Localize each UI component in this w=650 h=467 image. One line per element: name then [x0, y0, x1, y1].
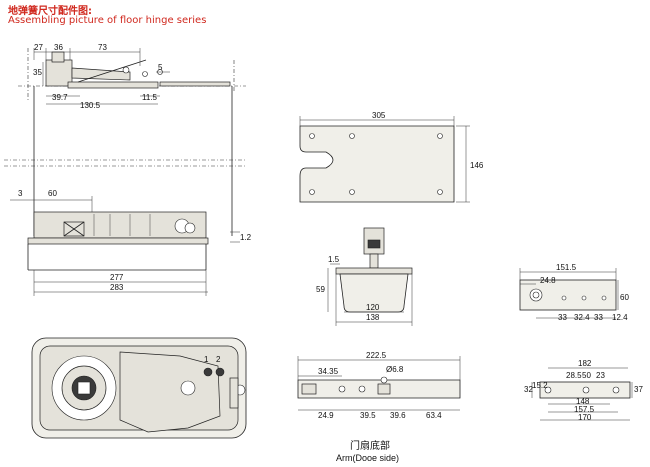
dim-148: 148: [576, 397, 590, 406]
dim-33b: 33: [594, 313, 603, 322]
dim-50: 50: [582, 371, 591, 380]
dim-146: 146: [470, 161, 484, 170]
dim-phi-6-8: Ø6.8: [386, 365, 404, 374]
dim-1-5: 1.5: [328, 255, 340, 264]
dim-277: 277: [110, 273, 124, 282]
dim-63-4: 63.4: [426, 411, 442, 420]
side-view: 27 36 73 35 5 39.7 11.5 130.5: [18, 43, 246, 110]
dim-32-end: 32: [524, 385, 533, 394]
dim-39-5: 39.5: [360, 411, 376, 420]
dim-12-4: 12.4: [612, 313, 628, 322]
pivot-view: 1.5 59 120 138: [316, 227, 413, 326]
plan-view: 3 60 1.2 277 283: [4, 86, 252, 296]
dim-138: 138: [366, 313, 380, 322]
dim-15-2: 15.2: [532, 381, 548, 390]
caption-chinese: 门扇底部: [350, 439, 390, 452]
dim-151-5: 151.5: [556, 263, 577, 272]
dim-73: 73: [98, 43, 107, 52]
dim-157-5: 157.5: [574, 405, 595, 414]
cover-plate-view: 305 146: [299, 111, 484, 203]
dim-130-5: 130.5: [80, 101, 101, 110]
dim-305: 305: [372, 111, 386, 120]
body-view: 1 2: [31, 337, 247, 439]
dim-120: 120: [366, 303, 380, 312]
label-2: 2: [216, 355, 221, 364]
dim-182: 182: [578, 359, 592, 368]
dim-24-8: 24.8: [540, 276, 556, 285]
dim-32-4: 32.4: [574, 313, 590, 322]
dim-28-5: 28.5: [566, 371, 582, 380]
dim-170: 170: [578, 413, 592, 422]
caption-english: Arm(Dooe side): [336, 453, 399, 463]
title-chinese: 地弹簧尺寸配件图:: [8, 6, 92, 17]
dim-36: 36: [54, 43, 63, 52]
dim-5: 5: [158, 63, 163, 72]
dim-11-5: 11.5: [142, 93, 158, 102]
dim-23: 23: [596, 371, 605, 380]
dim-37: 37: [634, 385, 643, 394]
dim-283: 283: [110, 283, 124, 292]
title-english: Assembling picture of floor hinge series: [8, 15, 207, 26]
dim-27: 27: [34, 43, 43, 52]
dim-59: 59: [316, 285, 325, 294]
dim-60: 60: [48, 189, 57, 198]
dim-222-5: 222.5: [366, 351, 387, 360]
dim-39-7: 39.7: [52, 93, 68, 102]
arm-end-view: 182 28.5 50 23 32 15.2 37 148 157.5 170: [524, 359, 643, 422]
dim-3: 3: [18, 189, 23, 198]
dim-24-9: 24.9: [318, 411, 334, 420]
dim-33a: 33: [558, 313, 567, 322]
arm-view: 222.5 34.35 Ø6.8 24.9 39.5 39.6 63.4 门扇底…: [297, 351, 461, 463]
dim-34-35: 34.35: [318, 367, 339, 376]
label-1: 1: [204, 355, 209, 364]
top-plate-view: 151.5 24.8 60 33 32.4 33 12.4: [519, 263, 629, 322]
dim-1-2: 1.2: [240, 233, 252, 242]
dim-60-plate: 60: [620, 293, 629, 302]
dim-39-6: 39.6: [390, 411, 406, 420]
dim-35: 35: [33, 68, 42, 77]
